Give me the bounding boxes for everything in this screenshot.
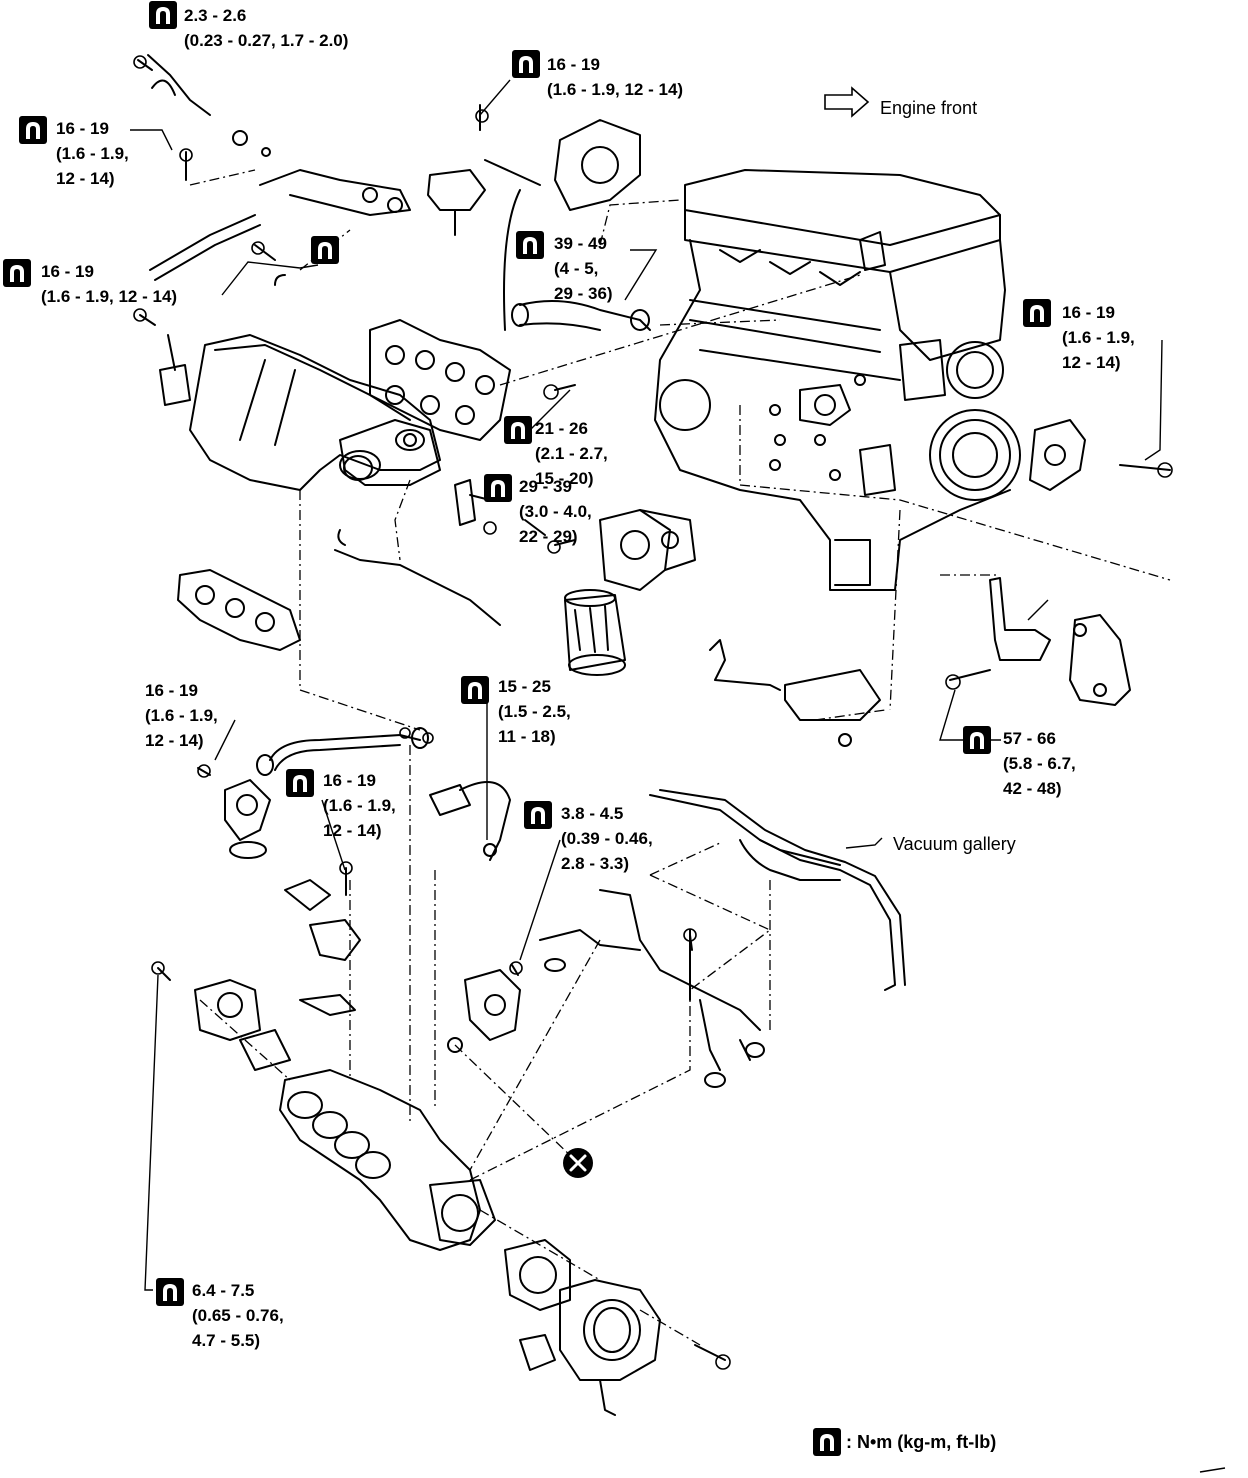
torque-spec-7: 21 - 26 (2.1 - 2.7, 15 - 20) (535, 419, 608, 488)
oil-cooler-bracket (599, 509, 696, 591)
vacuum-gallery-label: Vacuum gallery (893, 834, 1016, 854)
torque-spec-1: 2.3 - 2.6 (0.23 - 0.27, 1.7 - 2.0) (184, 6, 349, 50)
torque-spec-2: 16 - 19 (1.6 - 1.9, 12 - 14) (547, 55, 684, 99)
dash-dot-lines (189, 169, 1171, 1346)
air-regulator (709, 639, 881, 747)
torque-spec-11: 57 - 66 (5.8 - 6.7, 42 - 48) (1003, 729, 1076, 798)
torque-spec-5: 39 - 49 (4 - 5, 29 - 36) (554, 234, 613, 303)
torque-spec-9: 16 - 19 (1.6 - 1.9, 12 - 14) (145, 681, 218, 750)
leader-lines (130, 79, 1163, 1291)
water-outlet (339, 419, 441, 486)
throttle-gasket (504, 1239, 571, 1311)
egr-pipe-lower (256, 727, 429, 776)
engine-front-label: Engine front (880, 98, 978, 118)
small-gaskets-lower (284, 879, 361, 1016)
torque-spec-6: 16 - 19 (1.6 - 1.9, 12 - 14) (1062, 303, 1135, 372)
sensor-connector (429, 781, 511, 861)
bolt-heads (133, 55, 1173, 1370)
gasket-upper (369, 319, 511, 441)
legend-unit: : N•m (kg-m, ft-lb) (846, 1432, 997, 1452)
egr-pipes (147, 54, 486, 286)
pressure-sensor (447, 969, 521, 1053)
do-not-reuse-icon (563, 1148, 593, 1178)
egr-valve-upper (479, 104, 641, 331)
hose-assembly (511, 300, 651, 331)
torque-spec-13: 3.8 - 4.5 (0.39 - 0.46, 2.8 - 3.3) (561, 804, 653, 873)
lower-intake-manifold (279, 1069, 496, 1251)
torque-spec-10: 15 - 25 (1.5 - 2.5, 11 - 18) (498, 677, 571, 746)
vacuum-harness (539, 889, 765, 1088)
torque-spec-12: 16 - 19 (1.6 - 1.9, 12 - 14) (323, 771, 396, 840)
egr-valve-lower (224, 779, 271, 859)
torque-spec-3: 16 - 19 (1.6 - 1.9, 12 - 14) (56, 119, 129, 188)
bolts (137, 59, 1171, 1361)
gasket-lower-left (177, 569, 301, 651)
oil-filter (564, 589, 626, 676)
engine-front-arrow (824, 86, 870, 118)
bracket-right (989, 419, 1131, 706)
torque-spec-14: 6.4 - 7.5 (0.65 - 0.76, 4.7 - 5.5) (192, 1281, 284, 1350)
engine-block (654, 169, 1021, 591)
upper-intake-manifold (159, 334, 441, 491)
throttle-body (519, 1279, 661, 1416)
torque-spec-8: 29 - 39 (3.0 - 4.0, 22 - 29) (519, 477, 592, 546)
iacv-valve (194, 979, 291, 1071)
sensor-harness-left (334, 479, 501, 626)
vacuum-gallery (649, 789, 906, 991)
torque-spec-4: 16 - 19 (1.6 - 1.9, 12 - 14) (41, 262, 178, 306)
